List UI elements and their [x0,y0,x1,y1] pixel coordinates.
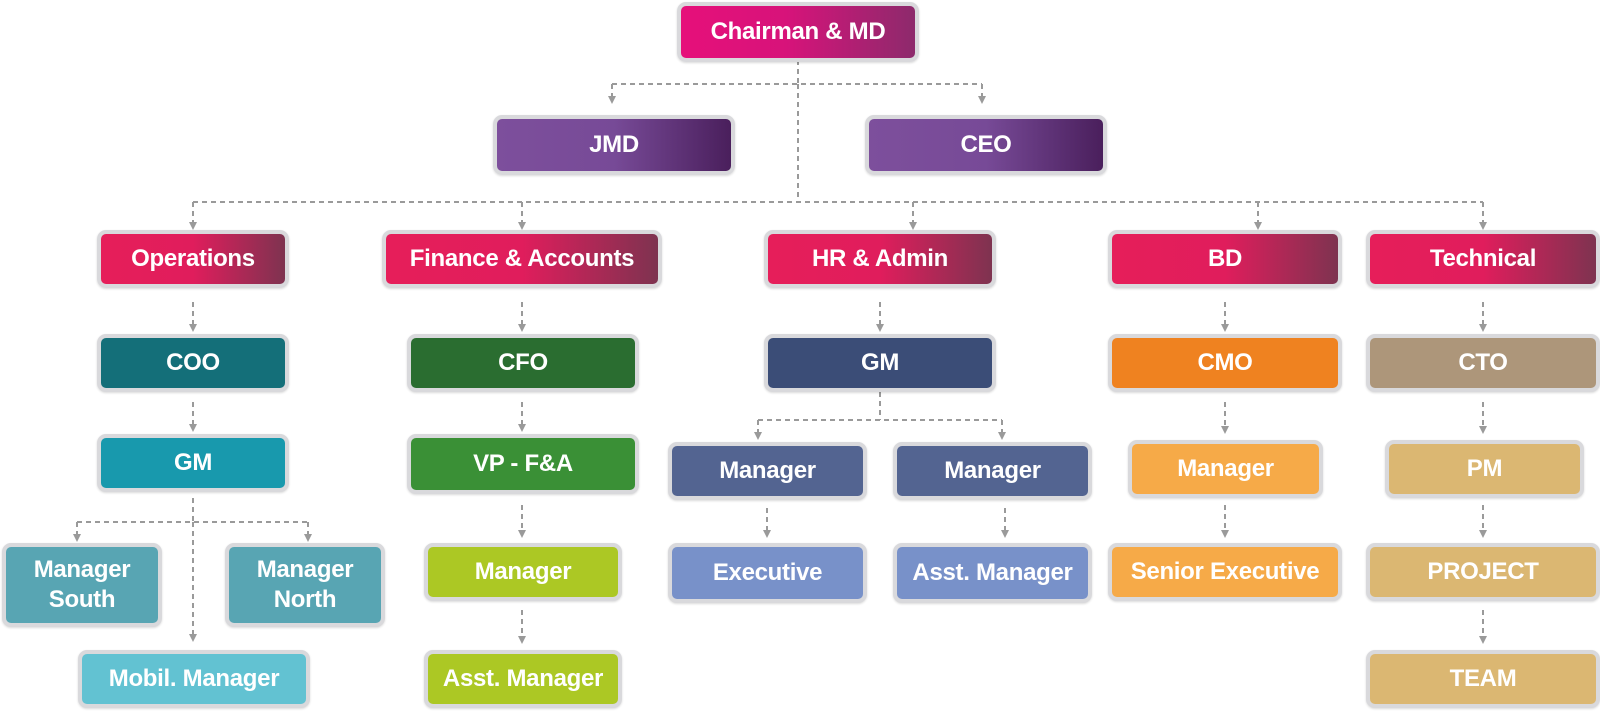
node-label: PROJECT [1427,558,1539,585]
node-label: Executive [712,559,823,586]
node-hr-executive: Executive [668,543,867,603]
node-cto: CTO [1366,334,1600,392]
node-label: GM [173,449,213,476]
node-project: PROJECT [1366,543,1600,601]
node-label: CMO [1197,349,1253,376]
node-manager-south: Manager South [2,543,162,627]
node-cmo: CMO [1108,334,1342,392]
node-label: Operations [131,245,255,272]
node-hr-manager-1: Manager [668,442,867,500]
node-label: Manager [719,457,816,484]
node-label: CEO [960,131,1012,158]
node-operations: Operations [97,230,289,288]
node-team: TEAM [1366,650,1600,708]
node-jmd: JMD [493,115,735,175]
node-label: VP - F&A [473,450,573,477]
node-ops-gm: GM [97,434,289,492]
node-technical: Technical [1366,230,1600,288]
node-label: HR & Admin [811,245,949,272]
node-ceo: CEO [865,115,1107,175]
node-label: Manager [944,457,1041,484]
node-label: Asst. Manager [442,665,604,692]
node-hr-asst-manager: Asst. Manager [893,543,1092,603]
connector-hr-bus [758,392,1002,421]
node-cfo: CFO [407,334,639,392]
node-vp-fa: VP - F&A [407,434,639,494]
node-label: GM [860,349,900,376]
node-bd-manager: Manager [1128,440,1323,498]
node-label: BD [1207,245,1243,272]
node-label: PM [1466,455,1503,482]
node-label: TEAM [1449,665,1517,692]
node-manager-north: Manager North [225,543,385,627]
node-label: Asst. Manager [912,559,1073,586]
node-fin-asst-manager: Asst. Manager [424,650,622,708]
node-label: Senior Executive [1130,558,1320,585]
node-label: JMD [589,131,639,158]
node-hr-manager-2: Manager [893,442,1092,500]
node-label: Manager [1177,455,1274,482]
node-fin-manager: Manager [424,543,622,601]
node-mobil-manager: Mobil. Manager [78,650,310,708]
node-label: CTO [1458,349,1508,376]
node-label: Mobil. Manager [108,665,280,692]
node-chairman-md: Chairman & MD [677,2,919,62]
node-label: Manager South [33,556,131,613]
node-senior-executive: Senior Executive [1108,543,1342,601]
node-label: COO [166,349,220,376]
node-finance-accounts: Finance & Accounts [382,230,662,288]
node-coo: COO [97,334,289,392]
node-label: Finance & Accounts [409,245,635,272]
node-label: Manager North [256,556,354,613]
node-label: Manager [474,558,572,585]
node-label: CFO [498,349,548,376]
node-pm: PM [1385,440,1584,498]
node-hr-gm: GM [764,334,996,392]
connector-ops-bus [77,498,308,523]
node-label: Chairman & MD [710,18,886,45]
node-bd: BD [1108,230,1342,288]
node-hr-admin: HR & Admin [764,230,996,288]
connector-top-bus [612,60,982,85]
node-label: Technical [1429,245,1537,272]
